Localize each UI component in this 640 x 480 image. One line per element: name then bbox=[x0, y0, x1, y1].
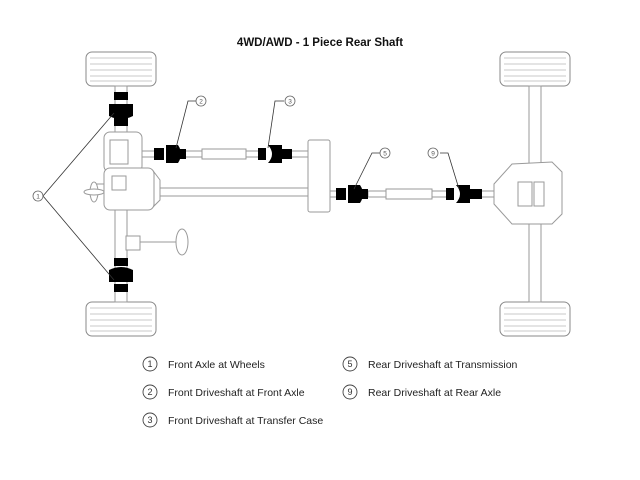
front-left-tire bbox=[85, 51, 157, 87]
legend-item-2: 2 Front Driveshaft at Front Axle bbox=[142, 384, 305, 400]
callout-5: 5 bbox=[379, 147, 391, 159]
legend-item-1: 1 Front Axle at Wheels bbox=[142, 356, 265, 372]
svg-text:3: 3 bbox=[288, 99, 292, 106]
engine-block bbox=[83, 167, 161, 211]
rear-axle-assembly bbox=[493, 85, 563, 303]
svg-text:2: 2 bbox=[147, 387, 152, 397]
u-joint-front-axle-left bbox=[109, 92, 133, 126]
transfer-case bbox=[307, 139, 331, 213]
legend-label: Front Axle at Wheels bbox=[168, 359, 265, 371]
callout-2: 2 bbox=[195, 95, 207, 107]
rear-left-tire bbox=[499, 51, 571, 87]
diagram-title: 4WD/AWD - 1 Piece Rear Shaft bbox=[237, 37, 403, 49]
legend-item-5: 5 Rear Driveshaft at Transmission bbox=[342, 356, 518, 372]
u-joint-front-driveshaft-axle bbox=[154, 145, 186, 163]
legend-label: Front Driveshaft at Transfer Case bbox=[168, 415, 323, 427]
svg-text:2: 2 bbox=[199, 99, 203, 106]
u-joint-front-driveshaft-transfer bbox=[258, 145, 292, 163]
main-shaft bbox=[159, 187, 309, 197]
legend-item-9: 9 Rear Driveshaft at Rear Axle bbox=[342, 384, 501, 400]
legend-label: Front Driveshaft at Front Axle bbox=[168, 387, 305, 399]
rear-right-tire bbox=[499, 301, 571, 337]
svg-text:5: 5 bbox=[347, 359, 352, 369]
callout-3: 3 bbox=[284, 95, 296, 107]
svg-text:1: 1 bbox=[36, 194, 40, 201]
u-joint-front-axle-right bbox=[109, 258, 133, 292]
svg-text:3: 3 bbox=[147, 415, 152, 425]
u-joint-rear-driveshaft-transmission bbox=[336, 185, 368, 203]
svg-text:1: 1 bbox=[147, 359, 152, 369]
leader-lines bbox=[42, 100, 460, 281]
callout-1: 1 bbox=[32, 190, 44, 202]
legend-label: Rear Driveshaft at Rear Axle bbox=[368, 387, 501, 399]
steering-assembly bbox=[125, 228, 189, 256]
front-right-tire bbox=[85, 301, 157, 337]
legend-item-3: 3 Front Driveshaft at Transfer Case bbox=[142, 412, 323, 428]
callout-9: 9 bbox=[427, 147, 439, 159]
svg-text:5: 5 bbox=[383, 151, 387, 158]
u-joint-rear-driveshaft-axle bbox=[446, 185, 482, 203]
legend-label: Rear Driveshaft at Transmission bbox=[368, 359, 518, 371]
svg-text:9: 9 bbox=[347, 387, 352, 397]
svg-text:9: 9 bbox=[431, 151, 435, 158]
legend: 1 Front Axle at Wheels 2 Front Driveshaf… bbox=[142, 356, 518, 428]
